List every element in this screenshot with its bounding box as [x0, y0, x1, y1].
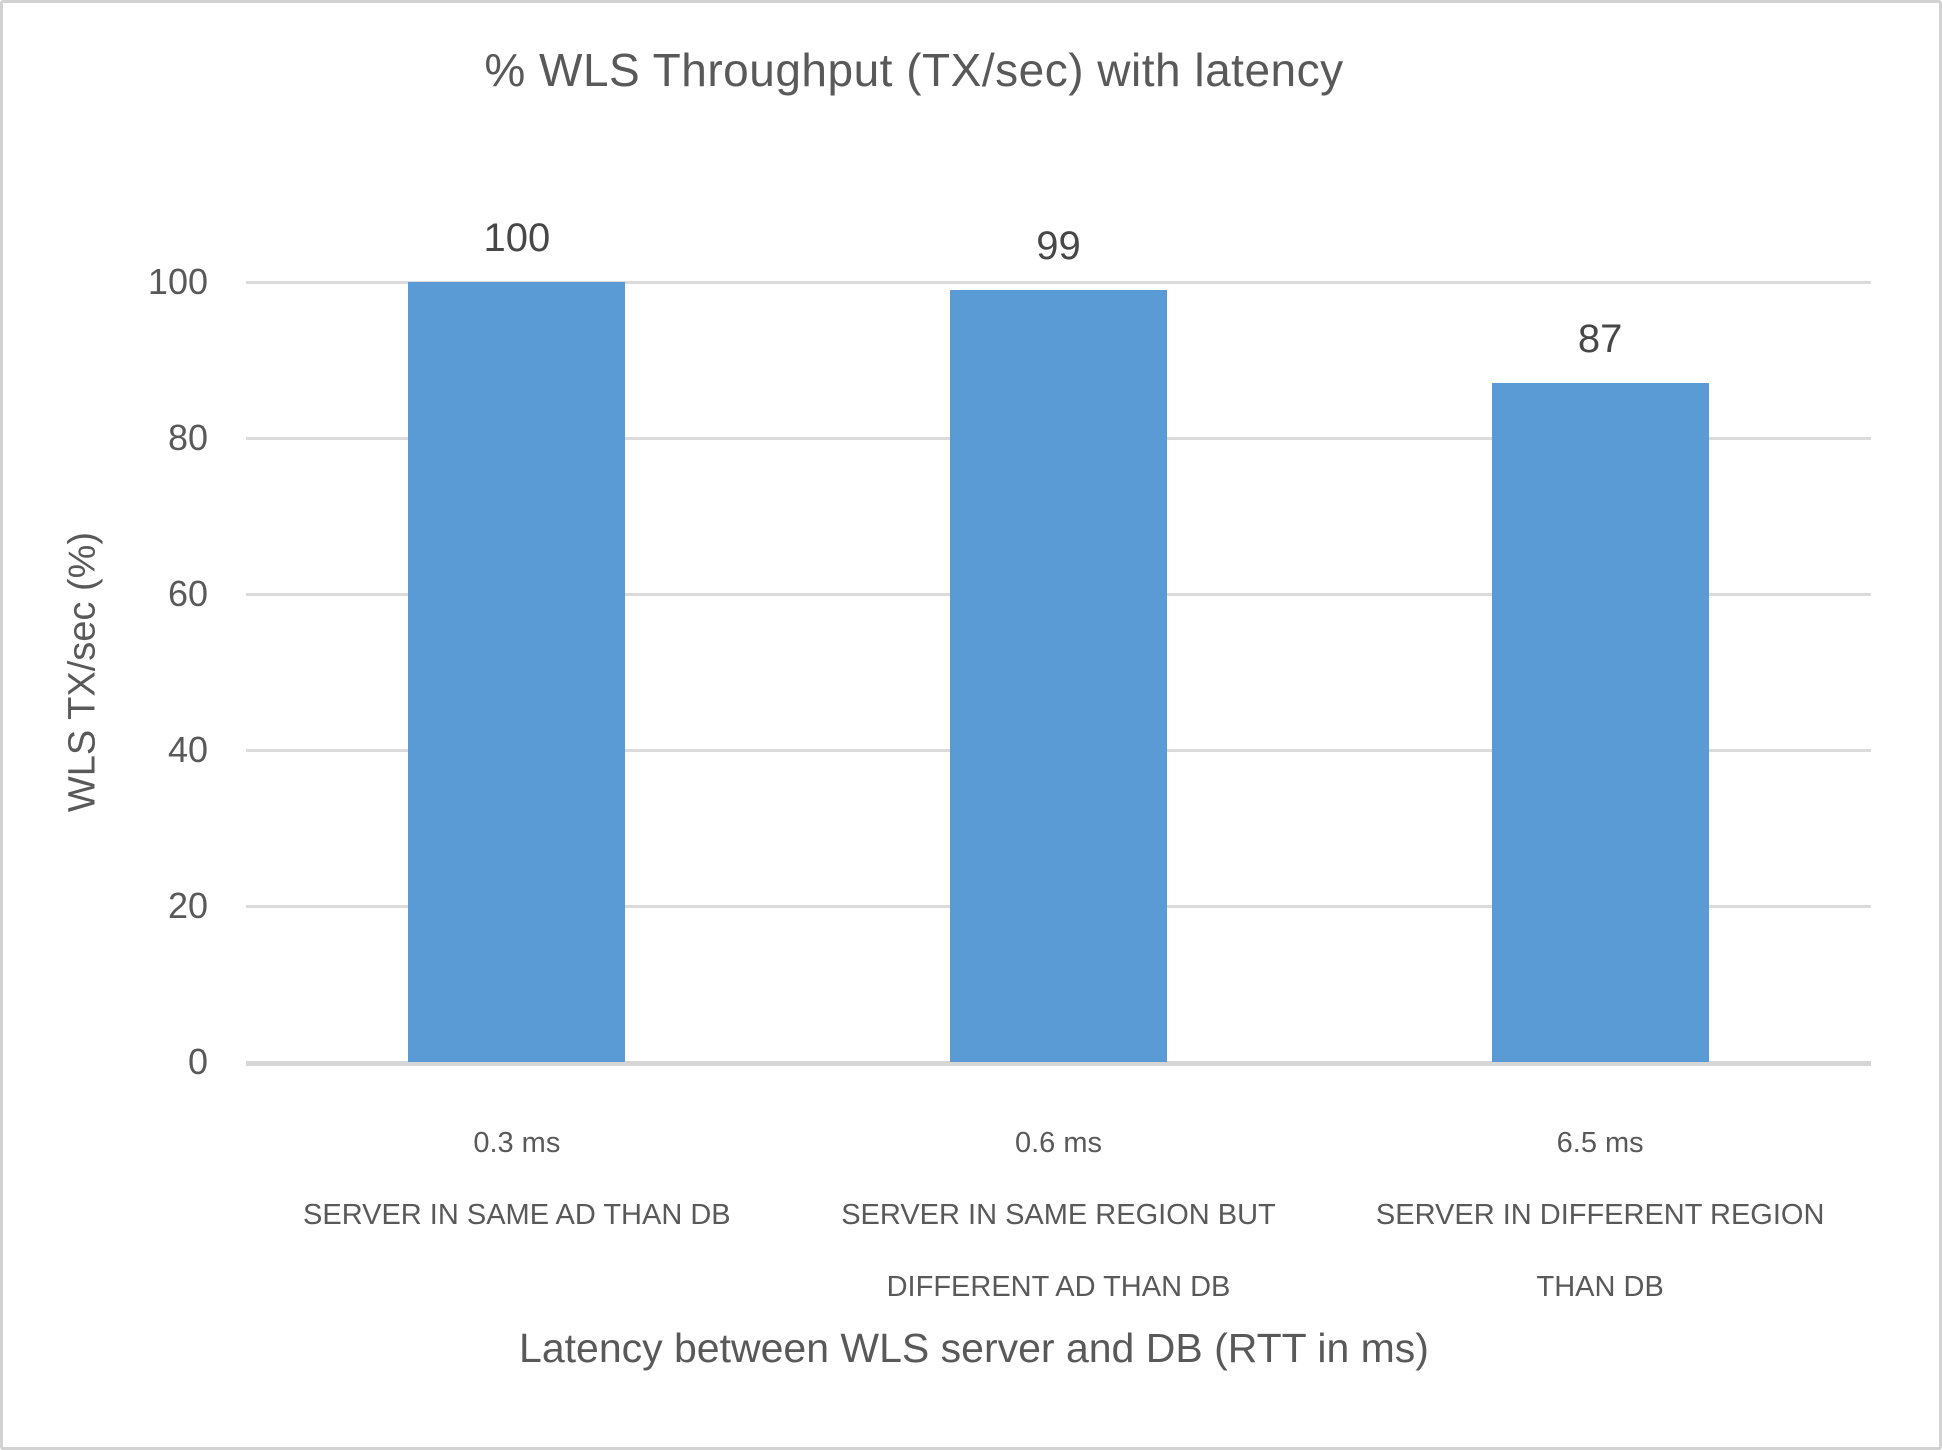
y-tick-label: 60: [167, 573, 208, 614]
chart-title: % WLS Throughput (TX/sec) with latency: [484, 44, 1344, 96]
category-description-line: SERVER IN SAME AD THAN DB: [303, 1199, 731, 1231]
bar: [408, 282, 626, 1062]
category-label: 0.3 ms SERVER IN SAME AD THAN DB: [237, 1107, 797, 1251]
category-label: 6.5 ms SERVER IN DIFFERENT REGION THAN DB: [1320, 1107, 1880, 1323]
plot-area: [246, 281, 1871, 1066]
bar-value-label: 99: [1036, 223, 1081, 268]
y-tick-label: 0: [187, 1041, 208, 1082]
category-label: 0.6 ms SERVER IN SAME REGION BUT DIFFERENT…: [779, 1107, 1339, 1323]
category-description-line: THAN DB: [1536, 1271, 1664, 1303]
category-latency-value: 0.6 ms: [1014, 1127, 1103, 1159]
y-tick-label: 20: [167, 885, 208, 926]
bar: [1491, 383, 1709, 1062]
bar: [950, 289, 1167, 1062]
category-description-line: DIFFERENT AD THAN DB: [886, 1271, 1231, 1303]
x-axis-line: [246, 1061, 1871, 1066]
category-description-line: SERVER IN DIFFERENT REGION: [1375, 1199, 1825, 1231]
gridline: [246, 281, 1871, 284]
bar-value-label: 87: [1577, 317, 1623, 362]
category-latency-value: 0.3 ms: [473, 1127, 561, 1159]
category-description-line: SERVER IN SAME REGION BUT: [841, 1199, 1276, 1231]
y-tick-label: 80: [167, 417, 208, 458]
y-tick-label: 100: [147, 261, 208, 302]
y-axis-title: WLS TX/sec (%): [61, 531, 104, 813]
x-axis-title: Latency between WLS server and DB (RTT i…: [519, 1325, 1429, 1371]
category-latency-value: 6.5 ms: [1556, 1127, 1644, 1159]
y-tick-label: 40: [167, 729, 208, 770]
bar-value-label: 100: [483, 216, 551, 260]
